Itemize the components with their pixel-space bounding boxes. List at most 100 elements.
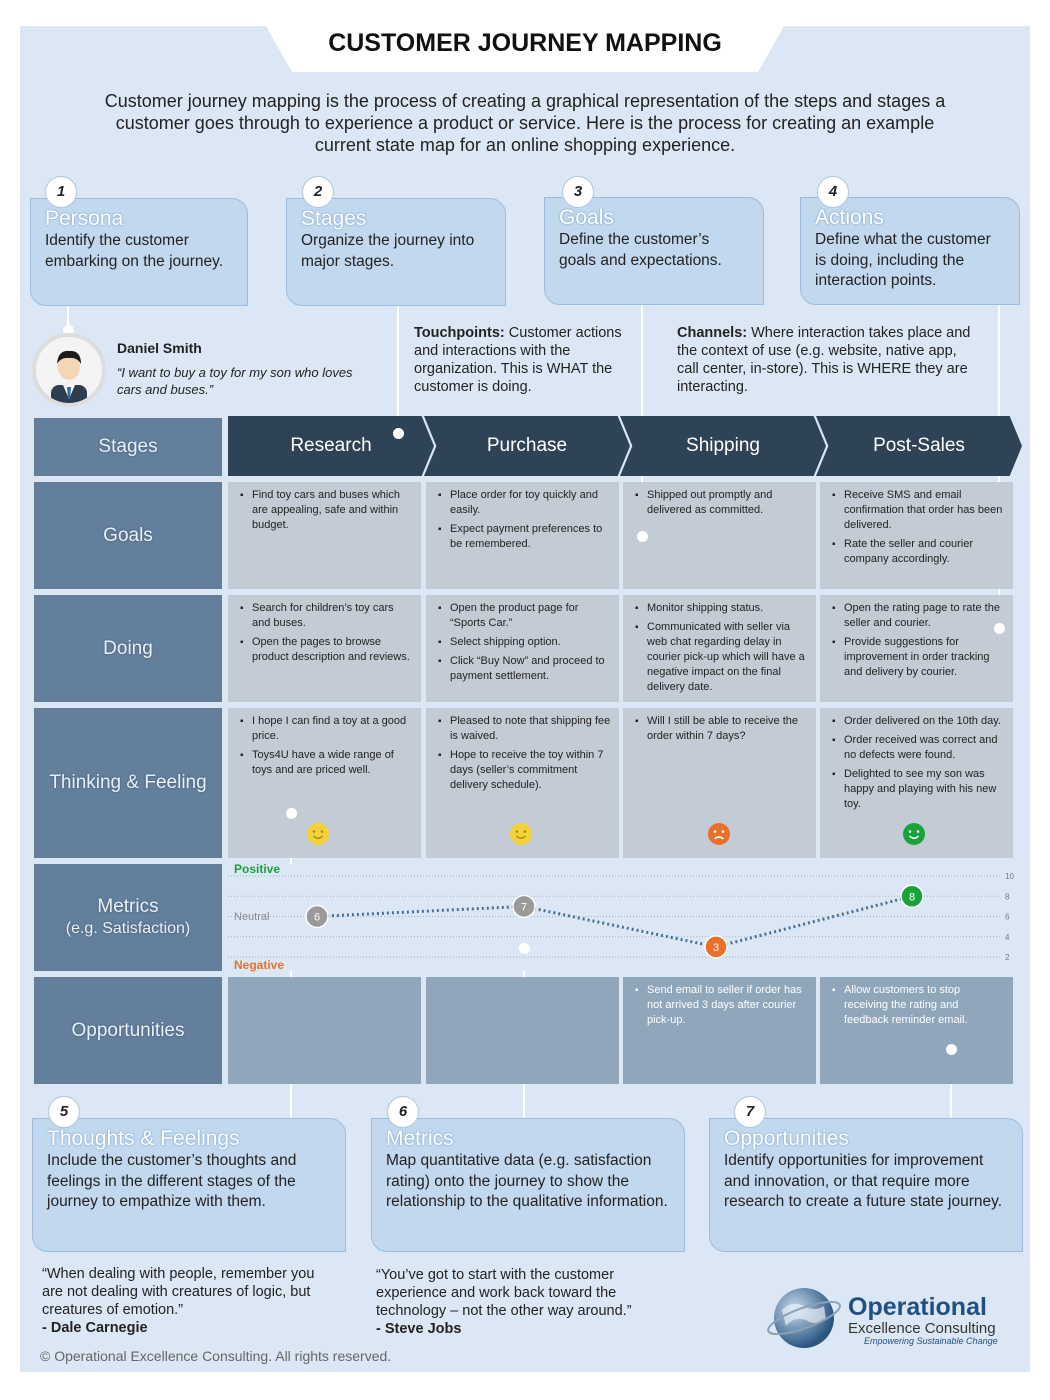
row-label-text: Stages — [98, 436, 158, 457]
cell-goals-post-sales: Receive SMS and email confirmation that … — [820, 482, 1013, 589]
bullet-item: Shipped out promptly and delivered as co… — [635, 488, 808, 518]
row-label-text: Thinking & Feeling — [49, 772, 207, 793]
bullet-list: Pleased to note that shipping fee is wai… — [436, 714, 611, 793]
bullet-item: Expect payment preferences to be remembe… — [438, 522, 611, 552]
bullet-item: Toys4U have a wide range of toys and are… — [240, 748, 413, 778]
row-label-subtext: (e.g. Satisfaction) — [65, 919, 191, 937]
row-label-stages: Stages — [32, 416, 224, 478]
cell-thinking-post-sales: Order delivered on the 10th day. Order re… — [820, 708, 1013, 858]
step-number: 6 — [387, 1096, 419, 1128]
copyright-footer: © Operational Excellence Consulting. All… — [40, 1348, 392, 1364]
step-box-actions: Actions Define what the customer is doin… — [800, 197, 1020, 305]
step-heading: Metrics — [386, 1127, 454, 1150]
step-number: 3 — [562, 176, 594, 208]
persona-quote: “I want to buy a toy for my son who love… — [117, 365, 353, 397]
step-box-opportunities: Opportunities Identify opportunities for… — [709, 1118, 1023, 1252]
bullet-item: Will I still be able to receive the orde… — [635, 714, 808, 744]
bullet-list: Allow customers to stop receiving the ra… — [830, 983, 1005, 1028]
cell-doing-research: Search for children’s toy cars and buses… — [228, 595, 421, 702]
bullet-list: Will I still be able to receive the orde… — [633, 714, 808, 744]
channels-text: Where interaction takes place and the co… — [677, 325, 971, 395]
stage-label: Research — [290, 435, 372, 456]
intro-paragraph: Customer journey mapping is the process … — [104, 91, 946, 155]
stage-post-sales: Post-Sales — [816, 416, 1022, 476]
cell-goals-shipping: Shipped out promptly and delivered as co… — [623, 482, 816, 589]
step-text: Identify the customer embarking on the j… — [45, 232, 224, 270]
step-number: 7 — [734, 1096, 766, 1128]
cell-thinking-shipping: Will I still be able to receive the orde… — [623, 708, 816, 858]
bullet-item: Order received was correct and no defect… — [832, 733, 1005, 763]
stage-research: Research — [228, 416, 434, 476]
cell-goals-purchase: Place order for toy quickly and easily.E… — [426, 482, 619, 589]
step-text: Organize the journey into major stages. — [301, 232, 475, 270]
cell-doing-post-sales: Open the rating page to rate the seller … — [820, 595, 1013, 702]
connector-dot — [994, 623, 1005, 634]
metrics-plot-area — [228, 864, 1013, 971]
step-heading: Goals — [559, 206, 614, 229]
cell-opportunities-purchase — [426, 977, 619, 1084]
connector-line-stages — [397, 306, 399, 432]
bullet-list: Open the rating page to rate the seller … — [830, 601, 1005, 680]
quote-author: - Steve Jobs — [376, 1321, 462, 1337]
row-label-text: Goals — [103, 524, 153, 546]
bullet-item: Click “Buy Now” and proceed to payment s… — [438, 654, 611, 684]
bullet-list: Monitor shipping status. Communicated wit… — [633, 601, 808, 695]
bullet-list: Search for children’s toy cars and buses… — [238, 601, 413, 665]
page-title: CUSTOMER JOURNEY MAPPING — [328, 29, 722, 57]
step-heading: Persona — [45, 207, 124, 230]
bullet-item: Receive SMS and email confirmation that … — [832, 488, 1005, 533]
step-number: 1 — [45, 176, 77, 208]
emotion-face-icon — [307, 823, 329, 845]
row-label-doing: Doing — [32, 593, 224, 704]
step-box-metrics: Metrics Map quantitative data (e.g. sati… — [371, 1118, 685, 1252]
bullet-item: Order delivered on the 10th day. — [832, 714, 1005, 729]
cell-goals-research: Find toy cars and buses which are appeal… — [228, 482, 421, 589]
quote-text: “When dealing with people, remember you … — [42, 1266, 315, 1318]
row-label-text: Opportunities — [71, 1019, 185, 1041]
quote-carnegie: “When dealing with people, remember you … — [42, 1265, 322, 1337]
connector-line-persona — [67, 300, 69, 332]
person-icon — [51, 350, 87, 403]
cell-opportunities-shipping: Send email to seller if order has not ar… — [623, 977, 816, 1084]
row-label-metrics: Metrics (e.g. Satisfaction) — [32, 862, 224, 973]
connector-dot — [519, 943, 530, 954]
step-box-goals: Goals Define the customer’s goals and ex… — [544, 197, 764, 305]
step-box-thoughts: Thoughts & Feelings Include the customer… — [32, 1118, 346, 1252]
bullet-list: Send email to seller if order has not ar… — [633, 983, 808, 1028]
step-heading: Thoughts & Feelings — [47, 1127, 240, 1150]
quote-text: “You’ve got to start with the customer e… — [376, 1267, 632, 1319]
bullet-item: Delighted to see my son was happy and pl… — [832, 767, 1005, 812]
bullet-item: Find toy cars and buses which are appeal… — [240, 488, 413, 533]
step-box-stages: Stages Organize the journey into major s… — [286, 198, 506, 306]
step-text: Define what the customer is doing, inclu… — [815, 231, 991, 289]
bullet-item: Provide suggestions for improvement in o… — [832, 635, 1005, 680]
bullet-item: Monitor shipping status. — [635, 601, 808, 616]
cell-doing-purchase: Open the product page for “Sports Car.”S… — [426, 595, 619, 702]
emotion-face-icon — [510, 823, 532, 845]
cell-doing-shipping: Monitor shipping status. Communicated wit… — [623, 595, 816, 702]
cell-thinking-research: I hope I can find a toy at a good price.… — [228, 708, 421, 858]
stage-label: Purchase — [486, 435, 568, 456]
bullet-item: Communicated with seller via web chat re… — [635, 620, 808, 695]
logo-wordmark: Operational — [848, 1293, 987, 1321]
bullet-item: Select shipping option. — [438, 635, 611, 650]
connector-dot — [637, 531, 648, 542]
persona-name: Daniel Smith — [117, 340, 202, 356]
bullet-item: Open the pages to browse product descrip… — [240, 635, 413, 665]
stage-label: Shipping — [686, 435, 760, 456]
emotion-face-icon — [708, 823, 730, 845]
bullet-list: Open the product page for “Sports Car.”S… — [436, 601, 611, 684]
step-number: 5 — [48, 1096, 80, 1128]
bullet-item: Rate the seller and courier company acco… — [832, 537, 1005, 567]
bullet-list: Find toy cars and buses which are appeal… — [238, 488, 413, 533]
channels-definition: Channels: Where interaction takes place … — [677, 324, 977, 396]
persona-avatar — [32, 333, 106, 407]
touchpoints-text: Customer actions and interactions with t… — [414, 325, 622, 395]
step-heading: Actions — [815, 206, 884, 229]
step-heading: Stages — [301, 207, 367, 230]
step-heading: Opportunities — [724, 1127, 849, 1150]
bullet-item: Allow customers to stop receiving the ra… — [832, 983, 1005, 1028]
step-text: Define the customer’s goals and expectat… — [559, 231, 722, 269]
row-label-text: Metrics — [97, 895, 159, 917]
bullet-list: Shipped out promptly and delivered as co… — [633, 488, 808, 518]
